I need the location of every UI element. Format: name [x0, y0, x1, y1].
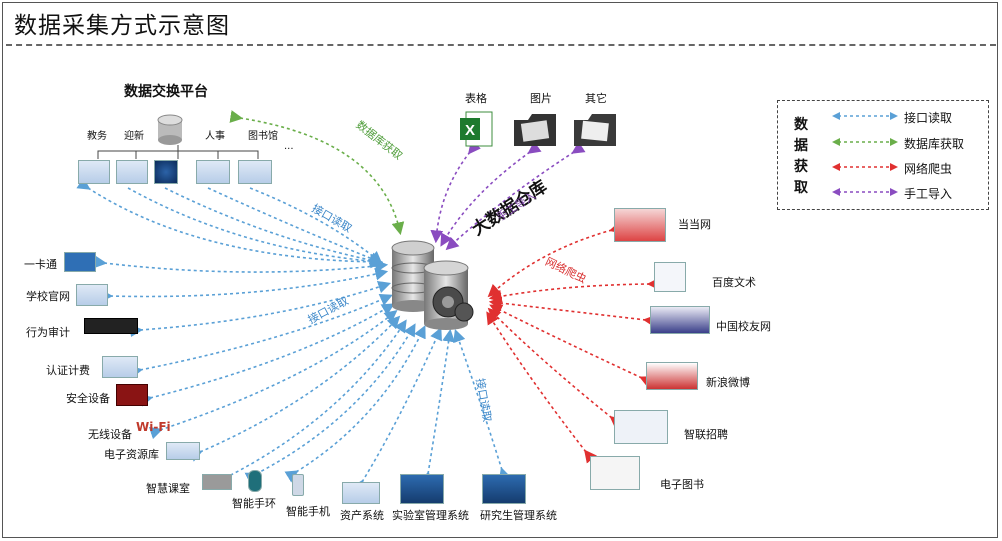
source-ebook: 电子图书 — [660, 478, 704, 491]
api-line-phone — [284, 325, 426, 483]
auth-billing-screenshot — [102, 356, 138, 378]
alumni-screenshot — [650, 306, 710, 334]
graduate-system-screenshot — [482, 474, 526, 504]
lab-system-screenshot — [400, 474, 444, 504]
legend-arrow-api — [832, 112, 898, 120]
source-zhaopin: 智联招聘 — [684, 428, 728, 441]
api-line-wifi — [148, 310, 398, 440]
database-icon — [157, 114, 183, 145]
manual-source-image-label: 图片 — [530, 92, 552, 105]
source-auth-billing: 认证计费 — [46, 364, 90, 377]
audit-appliance-icon — [84, 318, 138, 334]
excel-icon: X — [460, 111, 493, 147]
api-line-eres — [188, 315, 401, 462]
source-sina-weibo: 新浪微博 — [706, 376, 750, 389]
legend-arrow-crawler — [832, 163, 898, 171]
manual-line-excel — [430, 140, 481, 244]
ebook-screenshot — [590, 456, 640, 490]
source-smart-classroom: 智慧课室 — [146, 482, 190, 495]
e-resources-icon — [166, 442, 200, 460]
crawler-line-baidu — [488, 277, 660, 303]
api-line-band — [244, 323, 416, 485]
manual-source-other-label: 其它 — [585, 92, 607, 105]
source-wireless-devices: 无线设备 — [88, 428, 132, 441]
platform-item-library: 图书馆 — [248, 131, 278, 142]
legend-label-crawler: 网络爬虫 — [904, 162, 953, 176]
platform-system-screenshot — [238, 160, 272, 184]
source-security-devices: 安全设备 — [66, 392, 110, 405]
security-device-icon — [116, 384, 148, 406]
api-line-audit — [129, 280, 392, 338]
api-line-asset — [351, 327, 442, 494]
api-line-lab — [420, 328, 455, 485]
api-line-security — [139, 303, 395, 407]
api-line-4 — [207, 187, 383, 265]
legend: 数据获取 接口读取 数据库获取 网络爬虫 手工导入 — [777, 100, 989, 210]
dangdang-screenshot — [614, 208, 666, 242]
api-line-auth — [129, 294, 393, 379]
classroom-device-icon — [202, 474, 232, 490]
source-china-alumni: 中国校友网 — [716, 320, 771, 333]
api-line-card — [93, 255, 389, 273]
source-asset-system: 资产系统 — [340, 509, 384, 522]
legend-label-manual: 手工导入 — [904, 187, 953, 201]
legend-arrow-manual — [832, 188, 898, 196]
legend-label-api: 接口读取 — [904, 111, 953, 125]
website-screenshot — [76, 284, 108, 306]
source-dangdang: 当当网 — [678, 218, 711, 231]
page-title: 数据采集方式示意图 — [14, 13, 230, 39]
crawler-line-zhaopin — [487, 307, 624, 430]
server-stack-icon — [391, 240, 474, 330]
platform-system-screenshot — [116, 160, 148, 184]
source-e-resources: 电子资源库 — [104, 448, 159, 461]
source-lab-management: 实验室管理系统 — [392, 509, 469, 522]
platform-item-more: ... — [284, 141, 294, 152]
manual-line-other — [445, 141, 586, 251]
source-smart-phone: 智能手机 — [286, 505, 330, 518]
legend-item-manual: 手工导入 — [832, 183, 982, 205]
source-graduate-management: 研究生管理系统 — [480, 509, 557, 522]
db-fetch-line — [229, 110, 405, 236]
manual-source-table-label: 表格 — [465, 92, 487, 105]
baidu-screenshot — [654, 262, 686, 292]
picture-folder-icon — [514, 114, 556, 146]
title-divider — [6, 44, 996, 46]
platform-item-enrollment: 迎新 — [124, 131, 144, 142]
weibo-screenshot — [646, 362, 698, 390]
legend-item-api: 接口读取 — [832, 107, 982, 129]
smart-phone-icon — [292, 474, 304, 496]
zhaopin-screenshot — [614, 410, 668, 444]
platform-system-screenshot — [154, 160, 178, 184]
source-school-website: 学校官网 — [26, 290, 70, 303]
legend-item-db: 数据库获取 — [832, 133, 982, 155]
asset-system-screenshot — [342, 482, 380, 504]
platform-system-screenshot — [196, 160, 230, 184]
folder-icon — [574, 114, 616, 146]
legend-title: 数据获取 — [794, 117, 808, 196]
legend-item-crawler: 网络爬虫 — [832, 158, 982, 180]
platform-system-screenshot — [78, 160, 110, 184]
source-baidu-wenku: 百度文术 — [712, 276, 756, 289]
exchange-platform-title: 数据交换平台 — [124, 84, 208, 100]
campus-card-icon — [64, 252, 96, 272]
api-line-5 — [249, 187, 383, 265]
platform-item-hr: 人事 — [205, 131, 225, 142]
source-campus-card: 一卡通 — [24, 258, 57, 271]
svg-text:X: X — [465, 122, 475, 139]
source-behavior-audit: 行为审计 — [26, 326, 70, 339]
api-line-grad — [453, 328, 511, 482]
legend-arrow-db — [832, 138, 898, 146]
crawler-line-ebook — [486, 311, 597, 464]
platform-item-academic: 教务 — [87, 131, 107, 142]
legend-label-db: 数据库获取 — [904, 137, 965, 151]
smart-band-icon — [248, 470, 262, 492]
wifi-icon: Wi-Fi — [136, 420, 171, 434]
platform-bus-line — [97, 145, 259, 159]
source-smart-band: 智能手环 — [232, 497, 276, 510]
